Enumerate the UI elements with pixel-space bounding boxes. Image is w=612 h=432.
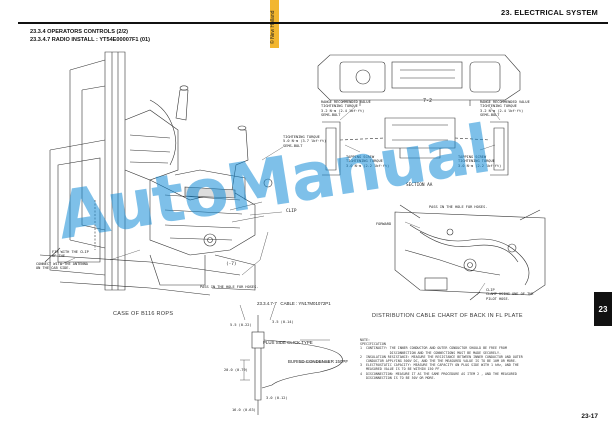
antenna-cable-drawing <box>239 304 343 415</box>
section-title: 23.3.4 OPERATORS CONTROLS (2/2) <box>30 29 129 35</box>
tapping-screw-right-label: TAPPING SCREW TIGHTENING TORQUE 3.0 N·m … <box>458 155 502 168</box>
forward-label: FORWARD <box>376 222 392 226</box>
copyright-tab: © New Holland <box>270 0 279 48</box>
section-subtitle: 23.3.4.7 RADIO INSTALL : YT54E00007F1 (0… <box>30 37 151 43</box>
pass-hole-left-label: PASS IN THE HOLE FOR HOSES. <box>200 285 259 289</box>
tightening-torque-left-label: TIGHTENING TORQUE 5.0 N·m (3.7 lbf·ft) S… <box>283 135 327 148</box>
range-torque-left-label: RANGE RECOMMENDED VALUE TIGHTENING TORQU… <box>321 100 371 118</box>
note-line: DISCONNECTION AND THE CONNECTIONS MUST B… <box>360 350 501 355</box>
note-line: DISCONNECTION IS TO BE 50V OR MORE. <box>360 375 436 380</box>
svg-text:7-2: 7-2 <box>423 98 432 104</box>
note-line: 1 CONTINUITY: THE INNER CONDUCTOR AND OU… <box>360 346 507 351</box>
specification-notes: NOTE: SPECIFICATION 1 CONTINUITY: THE IN… <box>360 338 590 380</box>
distribution-chart-title: DISTRIBUTION CABLE CHART OF BACK IN FL P… <box>372 313 523 319</box>
dimension-c: 20.0 (0.79) <box>224 368 248 372</box>
dimension-a: 5.5 (0.22) <box>230 323 252 327</box>
section-aa-view <box>322 117 509 176</box>
note-line: 3 ELECTROSTATIC CAPACITY: MEASURE THE CA… <box>360 363 519 368</box>
note-line: 2 INSULATION RESISTANCE: MEASURE THE RES… <box>360 354 523 359</box>
case-of-rops-label: CASE OF B116 ROPS <box>113 311 174 317</box>
dimension-e: 16.0 (0.63) <box>232 408 256 412</box>
note-line: MEASURED VALUE IS TO BE WITHIN 150 PF. <box>360 367 442 372</box>
section-aa-label: SECTION AA <box>406 183 433 188</box>
connect-antenna-label: CONNECT WITH THE ANTENNA ON THE CAB SIDE… <box>36 262 88 271</box>
clip-clamp-label: CLIP CLAMP USING ONE OF THE PILOT HOSE. <box>486 288 534 301</box>
chapter-tab[interactable]: 23 <box>594 292 612 326</box>
cab-frame-drawing <box>39 51 273 296</box>
range-torque-right-label: RANGE RECOMMENDED VALUE TIGHTENING TORQU… <box>480 100 530 118</box>
tapping-screw-left-label: TAPPING SCREW TIGHTENING TORQUE 3.0 N·m … <box>346 155 390 168</box>
callout-minus-7: (-7) <box>226 262 237 267</box>
note-line: SPECIFICATION <box>360 342 386 347</box>
pass-hole-right-label: PASS IN THE HOLE FOR HOSES. <box>429 205 488 209</box>
dimension-d: 3.0 (0.12) <box>266 396 288 400</box>
chapter-title: 23. ELECTRICAL SYSTEM <box>501 8 598 17</box>
plus-side-label: PLUS SIDE CLICK TYPE <box>263 340 313 345</box>
cable-title: 23.3.4.7-7 CABLE : YN17M01072P1 <box>257 301 331 306</box>
leader-lines <box>59 106 501 296</box>
hose-routing-view <box>394 204 546 301</box>
note-line: NOTE: <box>360 338 370 342</box>
note-line: CONDUCTOR APPLYING 500V DC, AND THE THE … <box>360 359 517 364</box>
buried-condenser-label: BURIED CONDENSER 150PF <box>288 359 349 364</box>
page-number: 23-17 <box>581 413 598 420</box>
header-rule <box>18 22 608 24</box>
fix-with-clip-label: FIX WITH THE CLIP OF THE <box>52 250 89 259</box>
dimension-b: 3.5 (0.14) <box>272 320 294 324</box>
note-line: 4 DISCONNECTION: MEASURE IT AS THE SAME … <box>360 371 517 376</box>
clip-label: CLIP <box>286 209 297 214</box>
panel-top-view: 7-2 <box>317 54 521 106</box>
